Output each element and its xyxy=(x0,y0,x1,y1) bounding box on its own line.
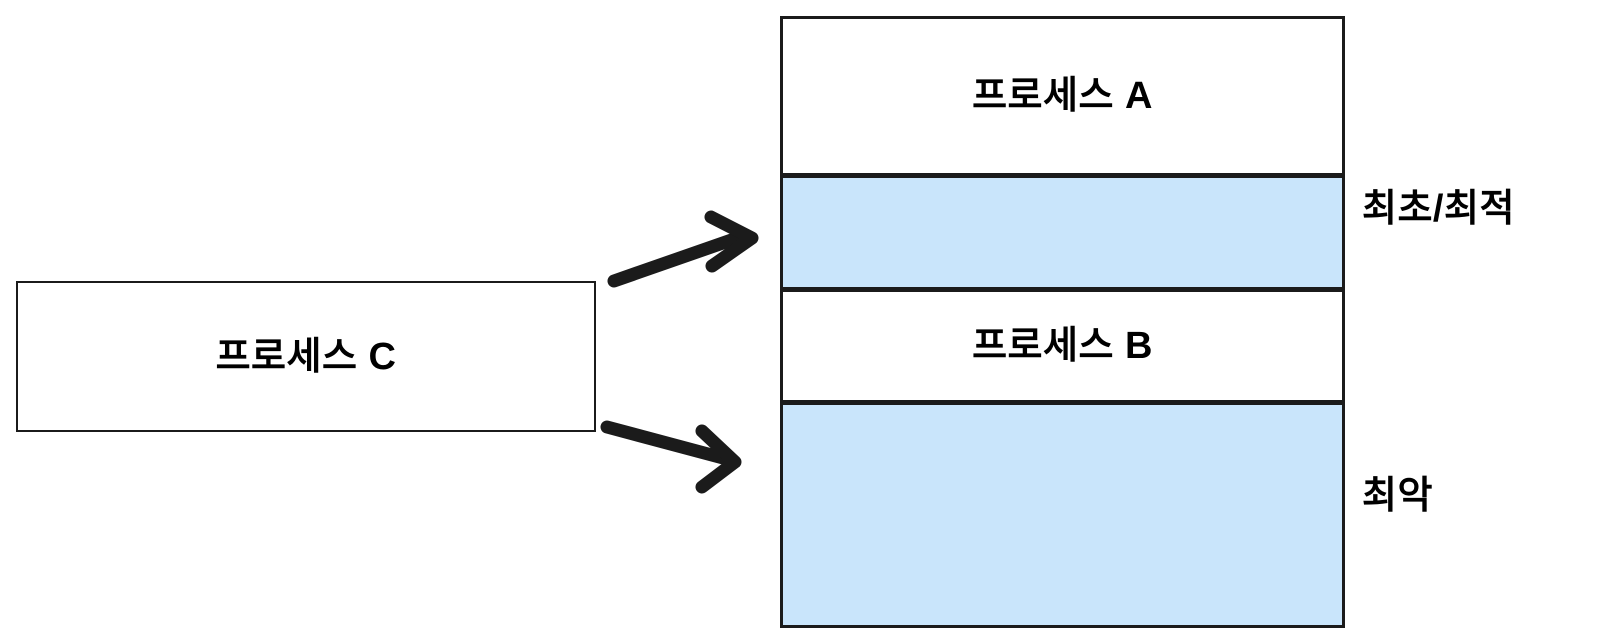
memory-block-free-2 xyxy=(783,405,1342,625)
annotation-worst-fit: 최악 xyxy=(1362,475,1433,517)
memory-divider-3 xyxy=(783,400,1342,405)
memory-block-process-b: 프로세스 B xyxy=(783,292,1342,400)
arrow-to-first-best-fit-hole xyxy=(607,210,759,288)
annotation-first-best-fit: 최초/최적 xyxy=(1362,188,1515,230)
memory-divider-1 xyxy=(783,173,1342,178)
memory-block-process-a: 프로세스 A xyxy=(783,19,1342,173)
process-c-box: 프로세스 C xyxy=(16,281,596,432)
memory-column: 프로세스 A 프로세스 B xyxy=(780,16,1345,628)
memory-divider-2 xyxy=(783,287,1342,292)
memory-block-process-a-label: 프로세스 A xyxy=(972,75,1153,117)
memory-block-free-1 xyxy=(783,178,1342,287)
memory-block-process-b-label: 프로세스 B xyxy=(972,325,1153,367)
arrow-to-worst-fit-hole xyxy=(600,420,742,494)
process-c-label: 프로세스 C xyxy=(215,335,397,378)
